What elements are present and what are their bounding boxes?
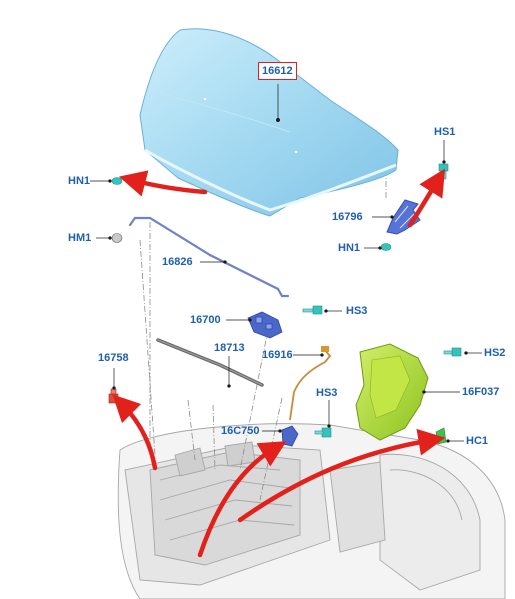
red-arrows <box>112 168 446 558</box>
seal-strip <box>156 338 264 387</box>
deflector-shield <box>355 343 429 441</box>
hood-latch-label: 16700 <box>190 314 221 326</box>
latch-screw-label: HS3 <box>346 305 368 317</box>
release-handle-label: 16C750 <box>221 425 260 437</box>
latch-assembly <box>247 311 283 339</box>
hinge-bracket-label: 16796 <box>332 211 363 223</box>
handle-screw-label: HS3 <box>316 387 338 399</box>
latch-screw-fastener <box>302 305 323 315</box>
hood-bumper-fastener <box>111 233 123 243</box>
release-cable-label: 16916 <box>262 349 293 361</box>
vehicle-front-end <box>117 423 506 599</box>
deflector-screw-fastener <box>443 347 462 357</box>
grille-clip-fastener <box>108 388 119 404</box>
deflector-clip-label: HC1 <box>466 435 489 447</box>
hood-hinge-bolt-fastener <box>438 163 449 180</box>
label-leaders <box>90 84 482 443</box>
prop-rod <box>128 216 290 298</box>
grille-clip-label: 16758 <box>98 352 129 364</box>
release-cable <box>289 346 332 421</box>
deflector-label: 16F037 <box>462 386 500 398</box>
deflector-screw-label: HS2 <box>484 347 506 359</box>
hood-hinge-bolt-label: HS1 <box>434 126 456 138</box>
deflector-clip-fastener <box>435 427 447 445</box>
handle-screw-fastener <box>314 427 332 438</box>
hood-hinge-right-label: HN1 <box>338 242 361 254</box>
prop-rod-label: 16826 <box>162 256 193 268</box>
hood-part-label: 16612 <box>258 62 297 80</box>
hood-hinge-left-label: HN1 <box>68 175 91 187</box>
hood-hinge-right-fastener <box>380 243 392 251</box>
hood-panel <box>139 28 399 217</box>
hood-bumper-label: HM1 <box>68 232 92 244</box>
seal-strip-label: 18713 <box>214 342 245 354</box>
hood-hinge-left-fastener <box>111 177 123 185</box>
